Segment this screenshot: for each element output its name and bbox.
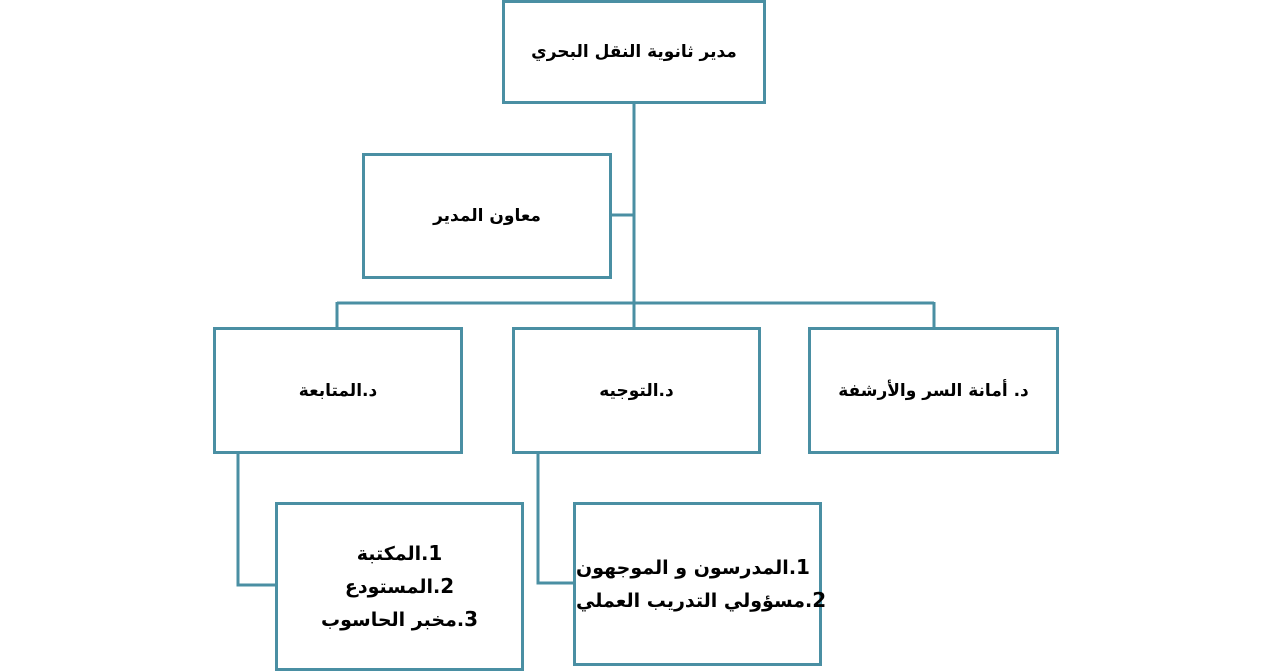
followup-sub-connector [236,452,277,587]
director-box: مدير ثانوية النقل البحري [502,0,766,104]
guidance-unit-item: 1.المدرسون و الموجهون [576,555,810,579]
assistant-label: معاون المدير [433,206,541,226]
guidance-label: د.التوجيه [599,380,674,401]
followup-unit-item: 3.مخبر الحاسوب [321,607,478,631]
secretariat-label: د. أمانة السر والأرشفة [838,380,1029,401]
followup-unit-item: 1.المكتبة [356,541,443,565]
assistant-box: معاون المدير [362,153,612,279]
followup-unit-item: 2.المستودع [344,574,455,598]
director-label: مدير ثانوية النقل البحري [531,42,737,62]
guidance-unit-item: 2.مسؤولي التدريب العملي [576,588,827,612]
followup-department-box: د.المتابعة [213,327,463,454]
guidance-sub-connector [536,452,575,585]
followup-units-box: 1.المكتبة 2.المستودع 3.مخبر الحاسوب [275,502,524,671]
guidance-units-box: 1.المدرسون و الموجهون 2.مسؤولي التدريب ا… [573,502,826,666]
followup-label: د.المتابعة [298,380,378,401]
secretariat-department-box: د. أمانة السر والأرشفة [808,327,1059,454]
guidance-department-box: د.التوجيه [512,327,761,454]
